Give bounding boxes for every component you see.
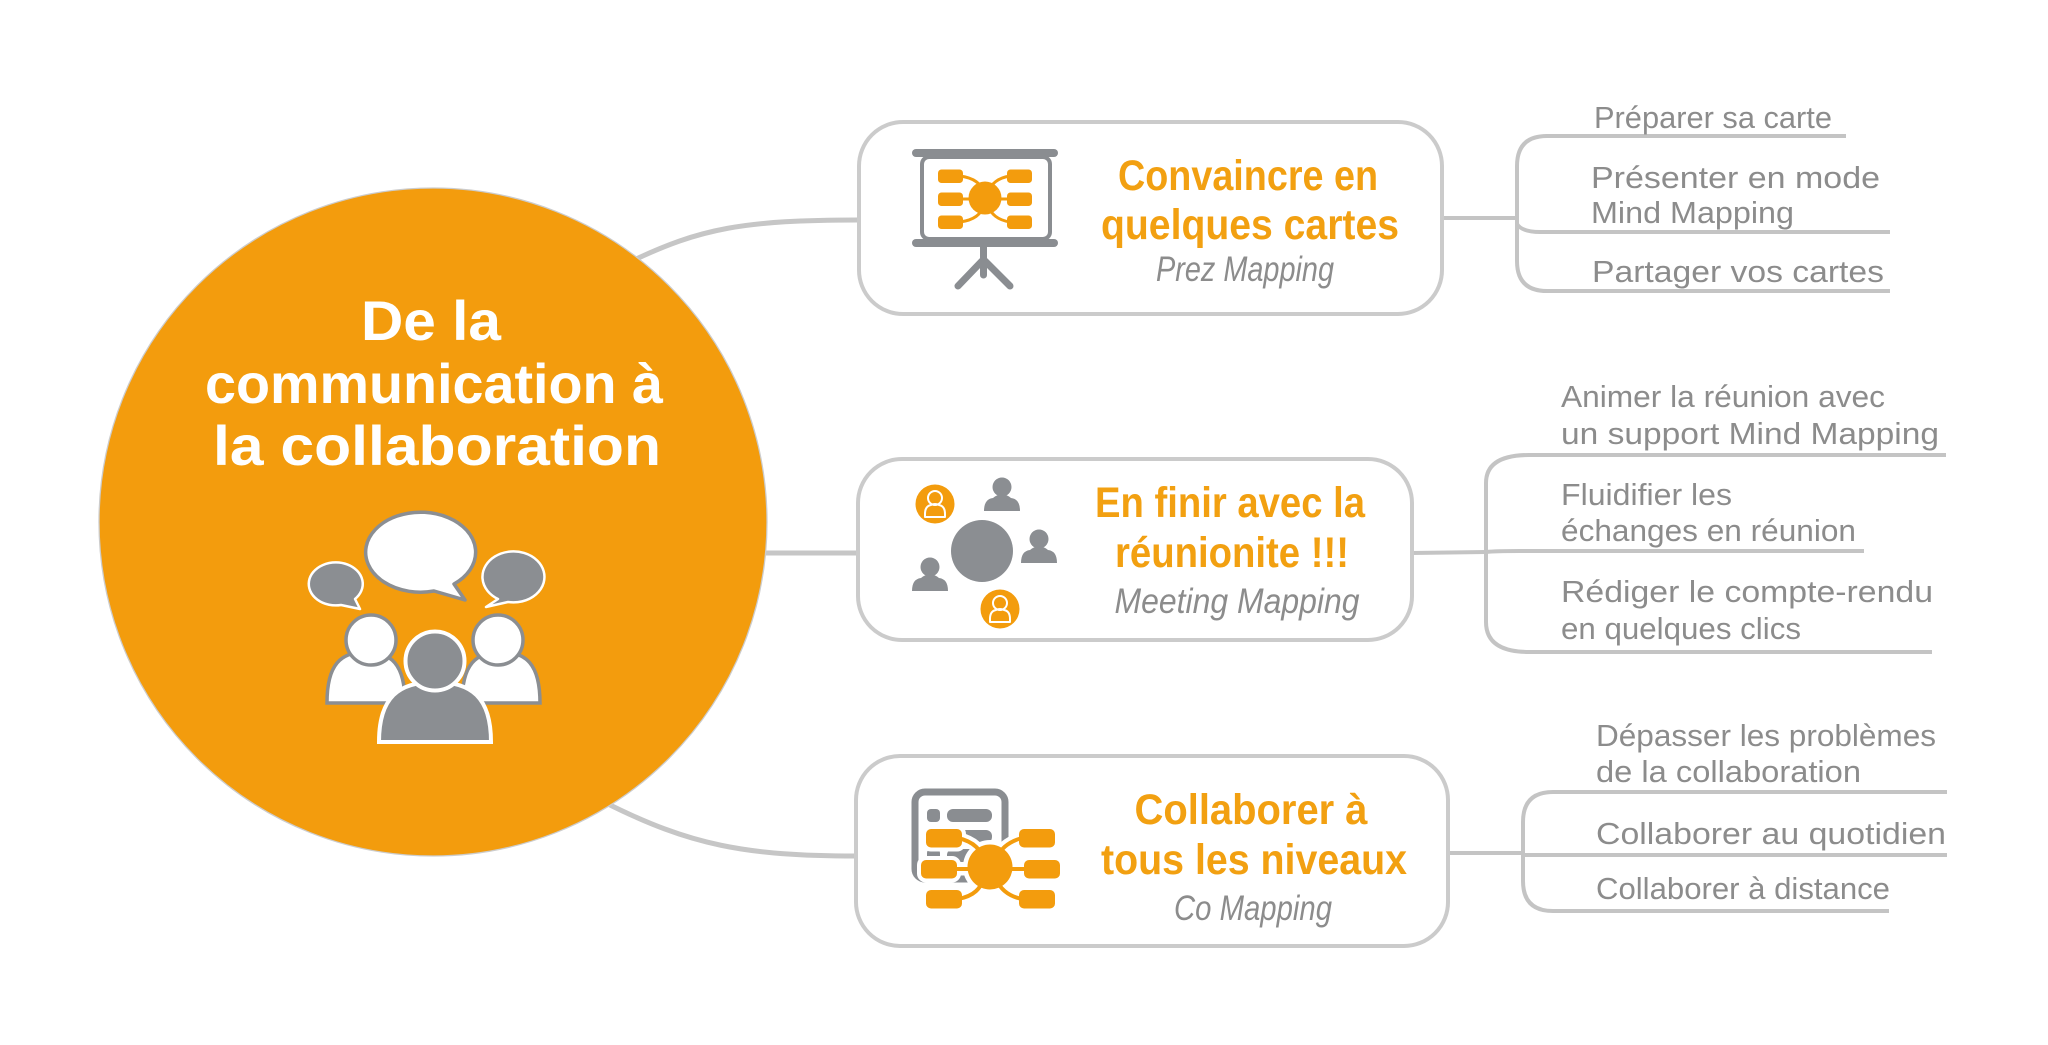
svg-text:quelques cartes: quelques cartes: [1101, 201, 1399, 249]
svg-text:Prez Mapping: Prez Mapping: [1156, 250, 1334, 289]
svg-text:Présenter en mode: Présenter en mode: [1591, 160, 1880, 195]
svg-text:De la: De la: [361, 289, 502, 352]
svg-text:en quelques clics: en quelques clics: [1561, 611, 1801, 646]
svg-text:Préparer sa carte: Préparer sa carte: [1594, 100, 1832, 135]
svg-text:Collaborer à distance: Collaborer à distance: [1596, 871, 1890, 906]
svg-text:Mind Mapping: Mind Mapping: [1591, 195, 1794, 230]
svg-text:Partager vos cartes: Partager vos cartes: [1592, 254, 1884, 289]
svg-text:Convaincre en: Convaincre en: [1118, 152, 1378, 200]
svg-text:Animer la réunion avec: Animer la réunion avec: [1561, 379, 1885, 414]
svg-text:Fluidifier les: Fluidifier les: [1561, 477, 1732, 512]
svg-text:Collaborer à: Collaborer à: [1135, 786, 1369, 834]
svg-text:Rédiger le compte-rendu: Rédiger le compte-rendu: [1561, 574, 1933, 609]
svg-text:Collaborer au quotidien: Collaborer au quotidien: [1596, 816, 1946, 851]
svg-text:Co Mapping: Co Mapping: [1174, 889, 1332, 928]
svg-text:échanges en réunion: échanges en réunion: [1561, 513, 1856, 548]
svg-text:la collaboration: la collaboration: [213, 414, 661, 477]
svg-text:Dépasser les problèmes: Dépasser les problèmes: [1596, 718, 1936, 753]
svg-text:tous les niveaux: tous les niveaux: [1101, 836, 1407, 884]
svg-text:réunionite !!!: réunionite !!!: [1115, 529, 1349, 577]
svg-text:communication à: communication à: [205, 352, 664, 415]
svg-text:de la collaboration: de la collaboration: [1596, 754, 1861, 789]
svg-text:un support Mind Mapping: un support Mind Mapping: [1561, 416, 1939, 451]
svg-text:Meeting Mapping: Meeting Mapping: [1115, 582, 1360, 621]
svg-text:En finir avec la: En finir avec la: [1095, 479, 1366, 527]
